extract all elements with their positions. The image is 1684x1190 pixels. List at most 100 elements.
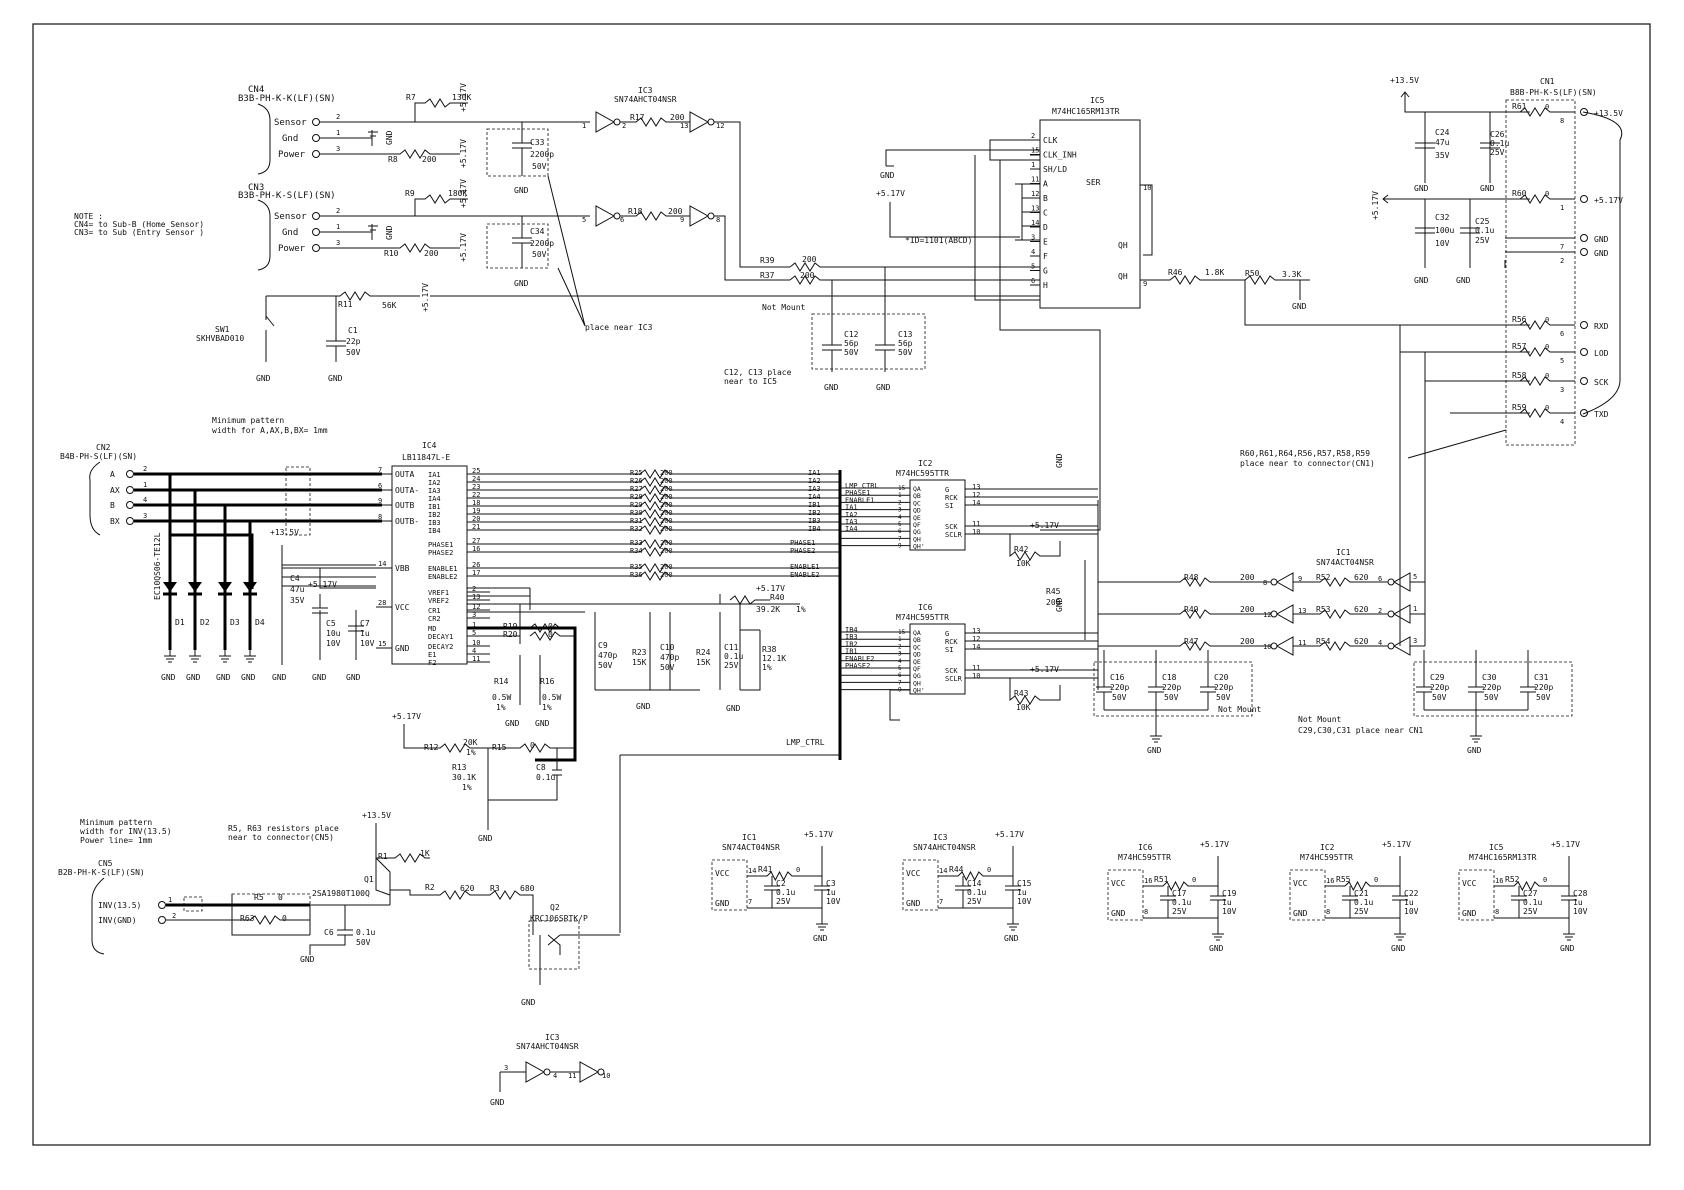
ic1-res-ref: R48 — [1184, 573, 1199, 582]
sr-pin-num: 3 — [898, 651, 902, 658]
sr-pin-num: 15 — [898, 629, 906, 636]
ic4-pin-name: VREF1 — [428, 589, 449, 597]
svg-text:+5.17V: +5.17V — [876, 189, 905, 198]
gnd-label: GND — [1004, 934, 1019, 943]
svg-text:B8B-PH-K-S(LF)(SN): B8B-PH-K-S(LF)(SN) — [1510, 88, 1597, 97]
sr-in-label: IA3 — [845, 518, 858, 526]
svg-text:R45: R45 — [1046, 587, 1061, 596]
nm-cap — [1468, 650, 1484, 710]
ic1-pin-num: 5 — [1413, 573, 1417, 581]
svg-text:C24: C24 — [1435, 128, 1450, 137]
bypass-part: SN74AHCT04NSR — [913, 843, 976, 852]
svg-text:1%: 1% — [496, 703, 506, 712]
cn1-pin-num: 5 — [1560, 357, 1564, 365]
r45-resistor: R45 200 — [1046, 500, 1099, 690]
nm-cap — [1416, 650, 1432, 710]
sr-pin-name: SCK — [945, 667, 958, 675]
inverter-symbol — [1275, 636, 1294, 656]
ic5-pin-name: SH/LD — [1043, 165, 1067, 174]
bus-net-label: PHASE2 — [790, 547, 815, 555]
sr-pin-name: SCK — [945, 523, 958, 531]
svg-text:3.3K: 3.3K — [1282, 270, 1301, 279]
svg-text:GND: GND — [385, 225, 394, 240]
bypass-cap-ref: C17 — [1172, 889, 1187, 898]
bus-res-ref: R29 — [630, 501, 643, 509]
svg-text:GND: GND — [300, 955, 315, 964]
svg-text:GND: GND — [346, 673, 361, 682]
svg-text:C29,C30,C31 place near CN1: C29,C30,C31 place near CN1 — [1298, 726, 1423, 735]
svg-text:25V: 25V — [724, 661, 739, 670]
ic1-res-val: 200 — [1240, 605, 1255, 614]
bus-resistor — [490, 539, 840, 549]
ic4-pin-num: 9 — [378, 497, 382, 505]
svg-text:GND: GND — [514, 186, 529, 195]
svg-text:+5.17V: +5.17V — [459, 233, 468, 262]
svg-text:+13.5V: +13.5V — [362, 811, 391, 820]
ic4-pin-num: 24 — [472, 475, 480, 483]
svg-text:+5.17V: +5.17V — [392, 712, 421, 721]
svg-text:39.2K: 39.2K — [756, 605, 780, 614]
bus-resistor — [490, 477, 840, 487]
ic5-input-resistors: R39 200 R37 200 Not Mount C12 56p 50V C1… — [430, 255, 1040, 392]
svg-text:R38: R38 — [762, 645, 777, 654]
gnd-symbol — [219, 650, 231, 663]
sr-in-label: IA1 — [845, 504, 858, 512]
svg-text:SN74ACT04NSR: SN74ACT04NSR — [1316, 558, 1374, 567]
svg-text:100u: 100u — [1435, 226, 1454, 235]
bus-res-val: 200 — [660, 485, 673, 493]
svg-text:+5.17V: +5.17V — [459, 179, 468, 208]
bus-net-label: IB4 — [808, 525, 821, 533]
diode-ref: D3 — [230, 618, 240, 627]
svg-text:GND: GND — [490, 1098, 505, 1107]
ic4-pin-name: PHASE1 — [428, 541, 453, 549]
svg-text:1%: 1% — [466, 748, 476, 757]
ic4-pin-num: 14 — [378, 560, 386, 568]
svg-text:GND: GND — [1292, 302, 1307, 311]
nm-cap — [1200, 650, 1216, 710]
bypass-part: M74HC595TTR — [1118, 853, 1171, 862]
ic1-pin-num: 13 — [1298, 607, 1306, 615]
bypass-res-val: 0 — [796, 866, 800, 874]
svg-text:R7: R7 — [406, 93, 416, 102]
bypass-cap-val: 1u — [1404, 898, 1414, 907]
ic4-pin-name: GND — [395, 644, 410, 653]
diode-symbol — [243, 582, 257, 592]
nm-cap-volt: 50V — [1164, 693, 1179, 702]
bypass-ref: IC2 — [1320, 843, 1335, 852]
svg-text:GND: GND — [1414, 276, 1429, 285]
cn1-pin-num: 8 — [1560, 117, 1564, 125]
bypass-chip — [1107, 869, 1144, 921]
vcc-label: VCC — [1462, 879, 1477, 888]
gnd-label: GND — [186, 673, 201, 682]
sr-qh-wire — [889, 689, 910, 721]
svg-text:2: 2 — [622, 122, 626, 130]
bypass-pin-num: 14 — [939, 867, 947, 875]
svg-text:22p: 22p — [346, 337, 361, 346]
ic4-pin-num: 4 — [472, 647, 476, 655]
ic4-pin-num: 11 — [472, 655, 480, 663]
ic1-out-wire — [1293, 577, 1390, 587]
svg-text:M74HC165RM13TR: M74HC165RM13TR — [1052, 107, 1120, 116]
sr-ref: IC6 — [918, 603, 933, 612]
svg-text:25V: 25V — [1490, 148, 1505, 157]
svg-text:0: 0 — [282, 914, 287, 923]
ic1-pin-num: 1 — [1413, 605, 1417, 613]
svg-text:50V: 50V — [844, 348, 859, 357]
svg-text:IC4: IC4 — [422, 441, 437, 450]
svg-text:0.1u: 0.1u — [356, 928, 375, 937]
sr-pin-num: 2 — [898, 643, 902, 650]
bus-res-ref: R28 — [630, 493, 643, 501]
sr-pin-num: 12 — [972, 491, 980, 499]
sr-in-label: IA4 — [845, 525, 858, 533]
bypass-res-ref: R55 — [1336, 875, 1351, 884]
ic4-pin-num: 13 — [472, 593, 480, 601]
bypass-cap-val: 0.1u — [1172, 898, 1191, 907]
svg-text:Power: Power — [278, 244, 306, 254]
svg-text:KRC106SRTK/P: KRC106SRTK/P — [530, 914, 588, 923]
svg-text:GND: GND — [726, 704, 741, 713]
svg-text:R10: R10 — [384, 249, 399, 258]
cn1-res-ref: R59 — [1512, 403, 1527, 412]
sr-body — [909, 623, 966, 695]
